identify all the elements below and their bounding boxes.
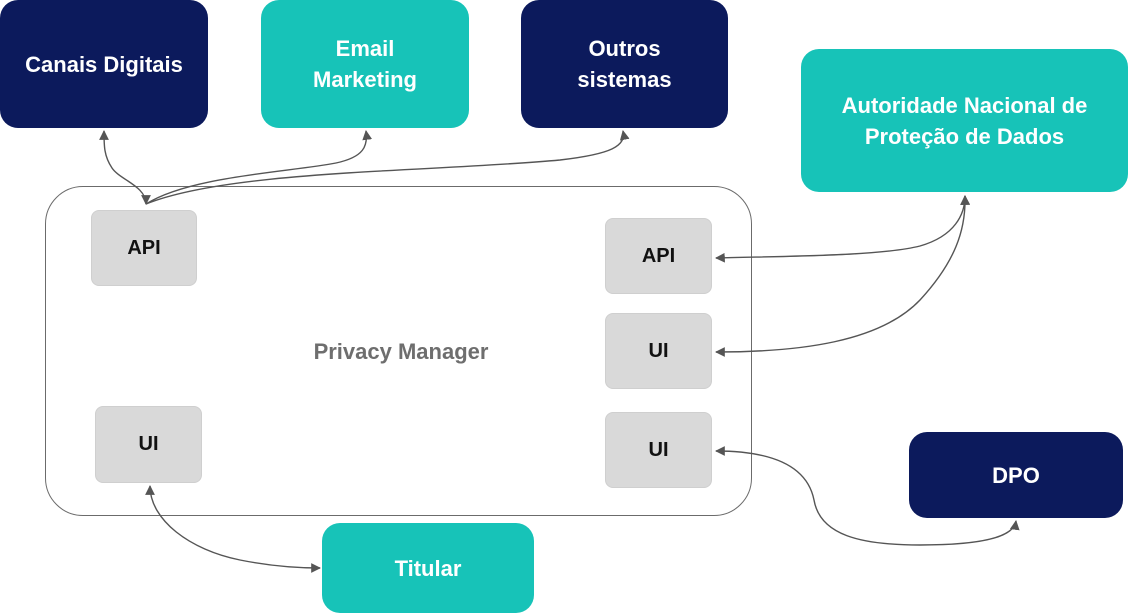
component-ui-right-dpo: UI <box>605 412 712 488</box>
connector-api-canais-digitais <box>99 130 151 205</box>
node-autoridade-nacional: Autoridade Nacional de Proteção de Dados <box>801 49 1128 192</box>
connector-api-email-marketing <box>145 130 373 205</box>
connector-api-outros-sistemas <box>145 130 630 205</box>
connector-ui-left-titular <box>145 485 321 573</box>
node-canais-digitais: Canais Digitais <box>0 0 208 128</box>
connector-ui-right-anpd <box>715 195 971 357</box>
node-titular: Titular <box>322 523 534 613</box>
connector-api-right-anpd <box>715 195 970 263</box>
component-ui-left: UI <box>95 406 202 483</box>
privacy-manager-label: Privacy Manager <box>313 339 489 364</box>
node-outros-sistemas: Outros sistemas <box>521 0 728 128</box>
component-ui-right-anpd: UI <box>605 313 712 389</box>
connector-ui-right-dpo <box>715 446 1020 546</box>
node-email-marketing: Email Marketing <box>261 0 469 128</box>
component-api-right: API <box>605 218 712 294</box>
component-api-left: API <box>91 210 197 286</box>
